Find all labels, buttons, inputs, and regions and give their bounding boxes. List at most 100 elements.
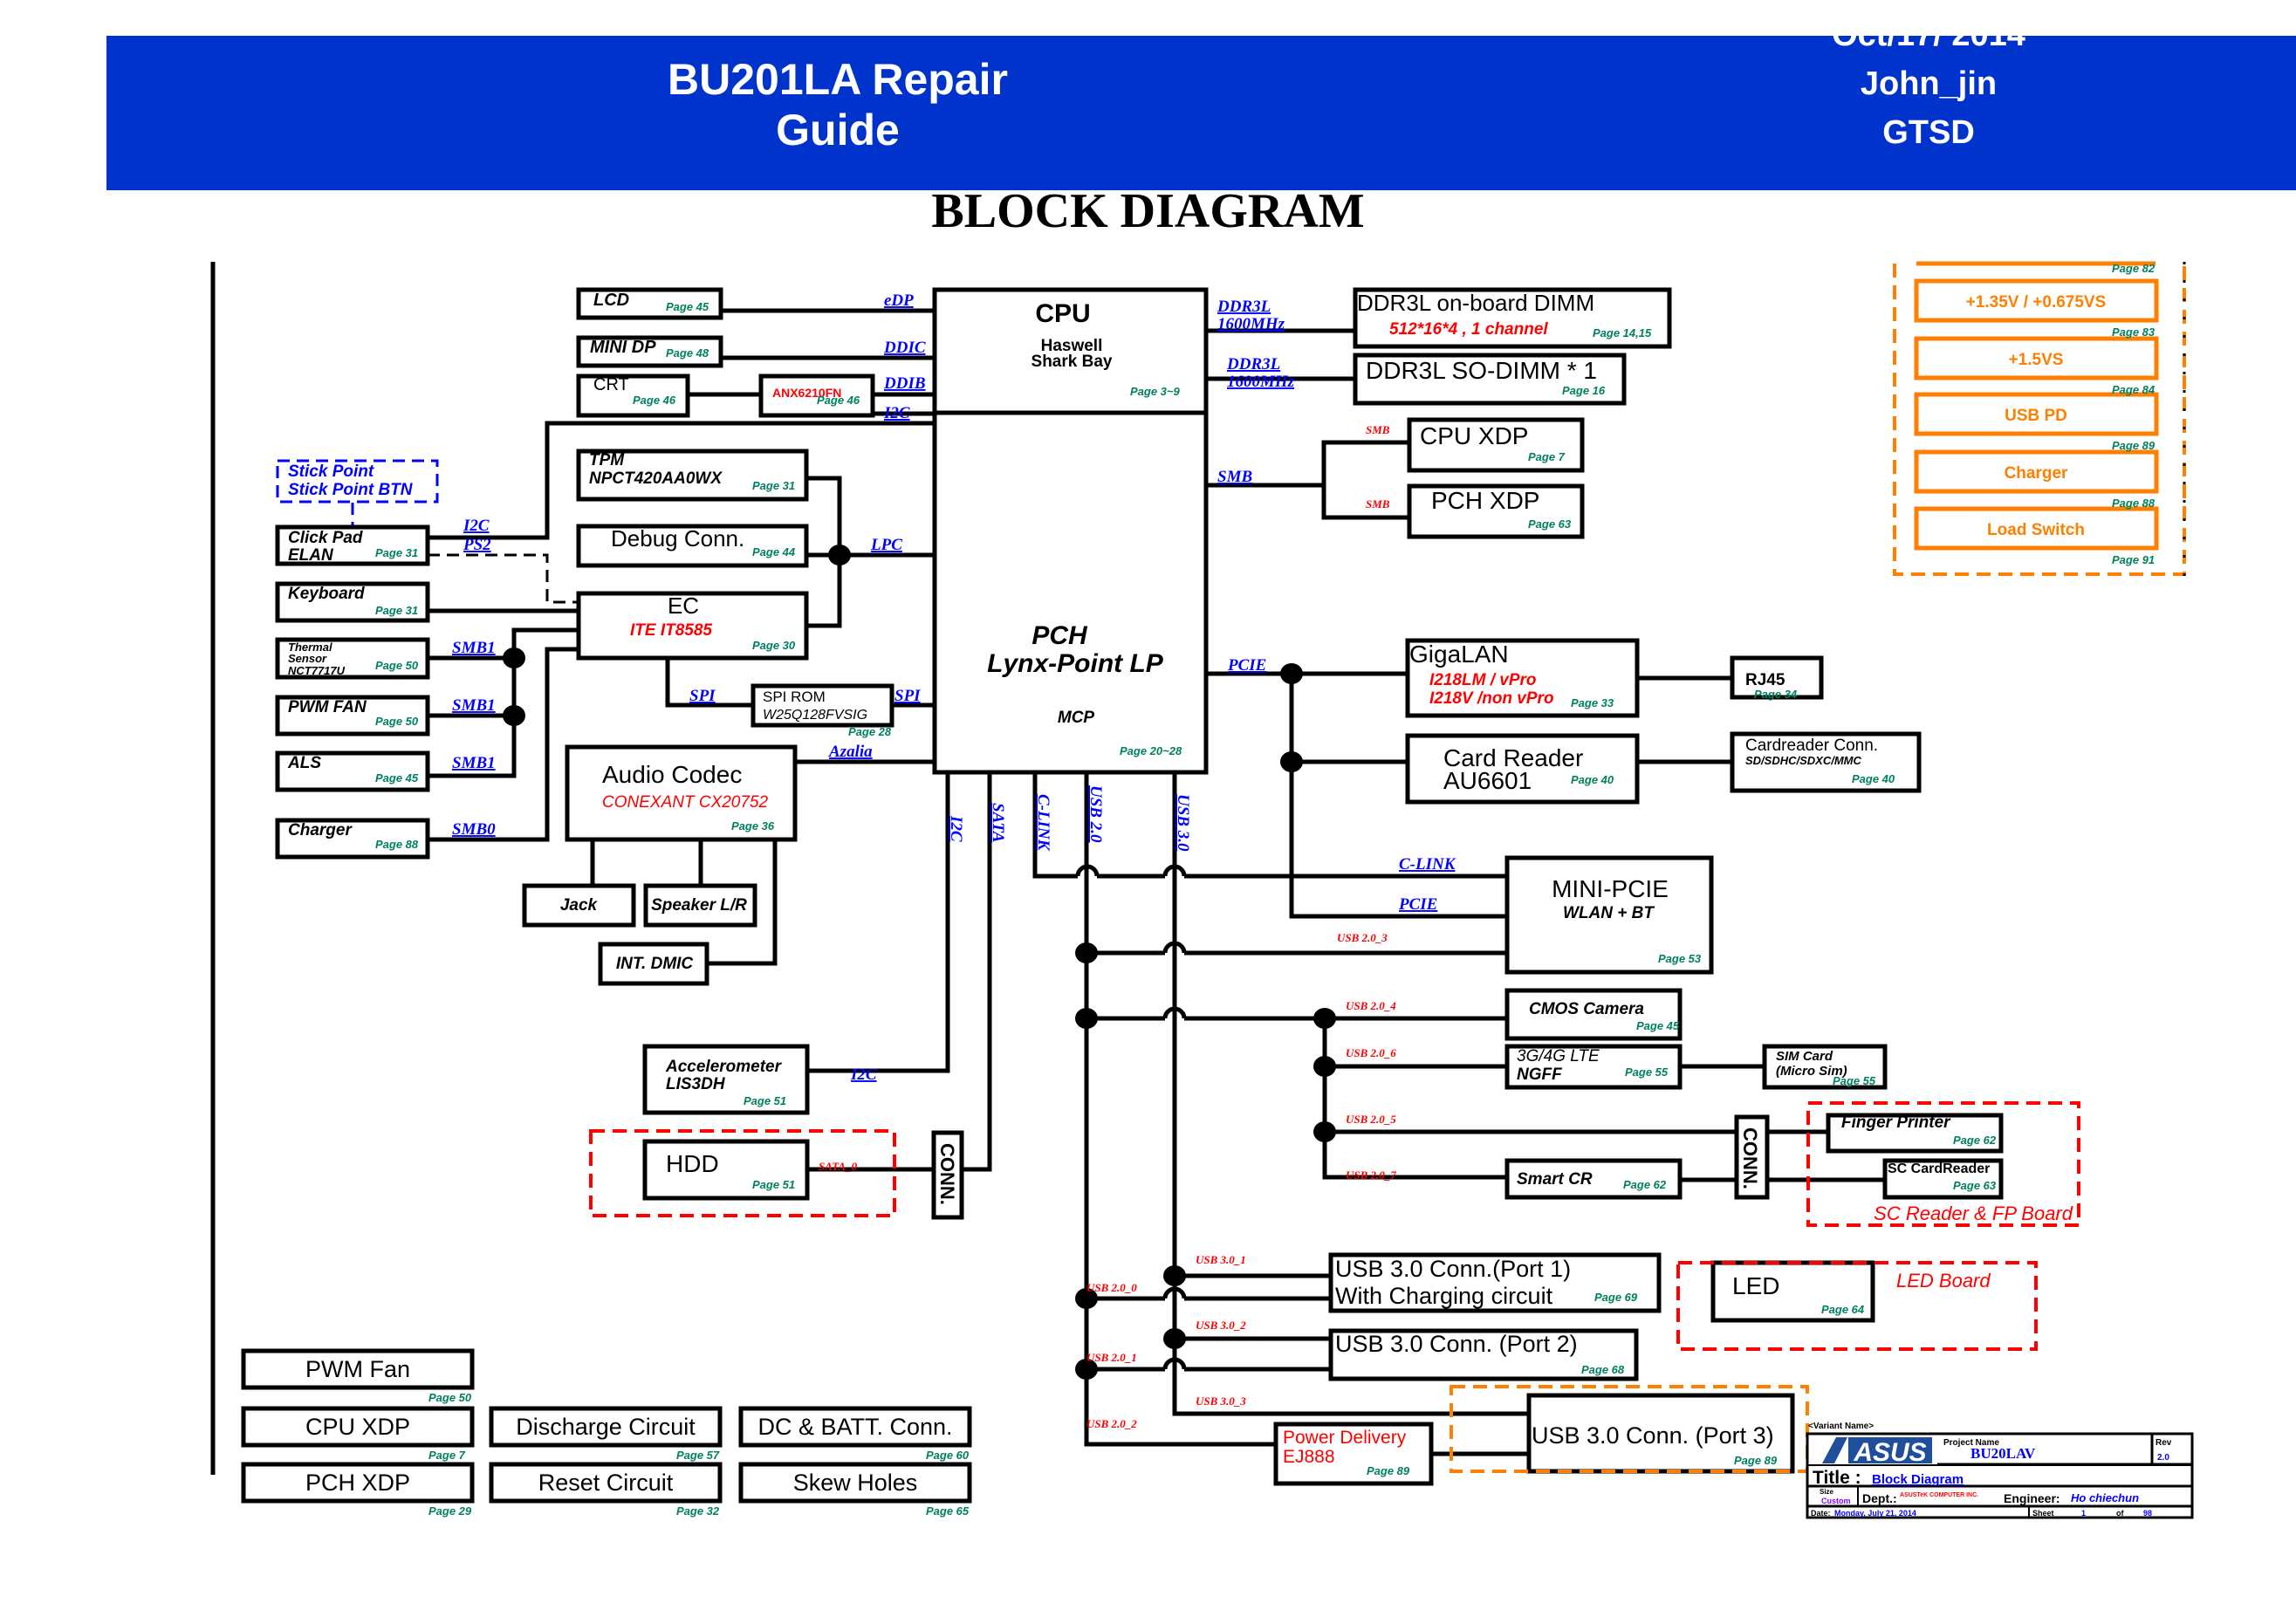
blocks-usb-p3-label: USB 3.0 Conn. (Port 3) xyxy=(1532,1422,1774,1449)
blocks-tpm-line2: NPCT420AA0WX xyxy=(589,469,723,488)
blocks-cmos-camera-label: CMOS Camera xyxy=(1529,1000,1644,1018)
misc-block-label: Reset Circuit xyxy=(538,1470,674,1496)
audio-codec-box xyxy=(565,744,798,842)
hop-usb20-3 xyxy=(1162,941,1187,954)
wire-conn-fp xyxy=(1767,1129,1885,1182)
misc-block-page: Page 57 xyxy=(676,1449,720,1462)
misc-reset-box xyxy=(489,1462,723,1504)
page-heading: BLOCK DIAGRAM xyxy=(931,184,1365,238)
blocks-thermal-line2: Sensor xyxy=(288,652,327,665)
blocks-usb-p1-line1: USB 3.0 Conn.(Port 1) xyxy=(1335,1256,1571,1282)
blocks-audio-label: Audio Codec xyxy=(602,761,742,788)
blocks-debug-label: Debug Conn. xyxy=(611,525,744,552)
keyboard-box xyxy=(275,581,430,623)
junction-dot xyxy=(503,648,525,668)
asus-logo-text: ASUS xyxy=(1853,1438,1926,1467)
signals-usb20-v: USB 2.0 xyxy=(1086,785,1105,843)
cardreader-conn-box xyxy=(1730,731,1922,793)
rev-label: Rev xyxy=(2155,1438,2172,1448)
banner-meta: Oct/17/ 2014 John_jin GTSD xyxy=(1745,10,2112,157)
blocks-debug-page: Page 44 xyxy=(752,545,796,558)
blocks-usb-p1-page: Page 69 xyxy=(1594,1291,1638,1304)
power-panel-item-label: Load Switch xyxy=(1987,521,2085,539)
blocks-sim-page: Page 55 xyxy=(1833,1074,1876,1087)
signals-mhz-a: 1600MHz xyxy=(1217,315,1285,333)
usb-signals-u20-4: USB 2.0_4 xyxy=(1346,999,1396,1012)
blocks-cmos-camera-page: Page 45 xyxy=(1636,1019,1680,1032)
usb-signals-u20-2: USB 2.0_2 xyxy=(1086,1417,1137,1430)
blocks-thermal-line1: Thermal xyxy=(288,641,332,654)
ddr-sodimm-box xyxy=(1353,353,1627,406)
blocks-finger-label: Finger Printer xyxy=(1841,1114,1951,1132)
blocks-sc-reader-label: SC CardReader xyxy=(1888,1161,1990,1176)
banner-author: John_jin xyxy=(1860,65,1998,102)
misc-skew-box xyxy=(738,1462,972,1504)
signals-smb-cpu: SMB xyxy=(1366,423,1390,436)
signals-smb1-a: SMB1 xyxy=(452,639,496,657)
signals-spi-a: SPI xyxy=(689,687,716,705)
usb-signals-u30-3: USB 3.0_3 xyxy=(1196,1394,1246,1408)
title-block: <Variant Name> ASUS Project Name BU20LAV… xyxy=(1806,1422,2194,1519)
als-box xyxy=(275,750,430,792)
blocks-usb-p2-label: USB 3.0 Conn. (Port 2) xyxy=(1335,1331,1578,1357)
lte-box xyxy=(1504,1044,1683,1090)
power-panel-item-label: USB PD xyxy=(2005,407,2067,425)
port3-outline xyxy=(1450,1385,1809,1473)
wire-ec-spi xyxy=(665,658,753,708)
signals-mhz-b: 1600MHz xyxy=(1227,373,1295,391)
sheet-value: 1 xyxy=(2081,1509,2086,1518)
misc-block-label: DC & BATT. Conn. xyxy=(757,1414,952,1440)
cpu-box xyxy=(932,287,1209,415)
blocks-spi-rom-page: Page 28 xyxy=(848,725,892,738)
blocks-cpu-xdp-page: Page 7 xyxy=(1528,450,1566,463)
power-loadswitch-box xyxy=(1914,506,2159,551)
rev-value: 2.0 xyxy=(2157,1453,2169,1463)
size-label: Size xyxy=(1820,1488,1834,1496)
blocks-ddr-sodimm-page: Page 16 xyxy=(1562,384,1606,397)
blocks-card-reader-line1: Card Reader xyxy=(1443,744,1583,771)
junction-dot xyxy=(503,705,525,726)
blocks-smart-cr-page: Page 62 xyxy=(1623,1178,1667,1191)
mini-dp-box xyxy=(576,335,723,368)
project-name-label: Project Name xyxy=(1943,1438,1999,1448)
blocks-als-page: Page 45 xyxy=(375,771,419,785)
guide-title: BU201LA Repair Guide xyxy=(668,55,1008,154)
signals-smb1-c: SMB1 xyxy=(452,754,496,772)
misc-block-page: Page 65 xyxy=(926,1504,970,1518)
misc-dc-batt-box xyxy=(738,1406,972,1448)
usb-signals-u20-5: USB 2.0_5 xyxy=(1346,1113,1396,1126)
blocks-cardreader-conn-page: Page 40 xyxy=(1852,772,1895,785)
spi-rom-box xyxy=(750,683,894,728)
cpu-xdp-box xyxy=(1407,417,1585,473)
blocks-led-board-label: LED Board xyxy=(1896,1270,1991,1292)
ddr-onboard-box xyxy=(1353,287,1672,349)
junction-dot xyxy=(1075,1359,1098,1380)
signals-azalia: Azalia xyxy=(828,743,873,761)
hop-usb20-1 xyxy=(1162,1357,1187,1370)
blocks-smart-cr-label: Smart CR xyxy=(1517,1170,1593,1189)
signals-usb30-v: USB 3.0 xyxy=(1174,794,1192,852)
blocks-crt-label: CRT xyxy=(593,375,629,394)
wire-smb0 xyxy=(428,647,579,842)
blocks-tpm-line1: TPM xyxy=(589,451,625,469)
pch-xdp-box xyxy=(1407,483,1585,539)
pwm-fan-box xyxy=(275,695,430,737)
blocks-speaker-label: Speaker L/R xyxy=(651,896,747,915)
blocks-pch-page: Page 20~28 xyxy=(1120,744,1182,757)
blocks-keyboard-label: Keyboard xyxy=(288,585,365,603)
blocks-stick-point-line1: Stick Point xyxy=(288,463,374,481)
usb-signals-u20-3: USB 2.0_3 xyxy=(1337,931,1388,944)
signals-spi-b: SPI xyxy=(894,687,921,705)
blocks-tpm-page: Page 31 xyxy=(752,479,795,492)
sc-cardreader-box xyxy=(1882,1158,2004,1200)
title-value: Block Diagram xyxy=(1872,1472,1964,1487)
hop-usb20-4 xyxy=(1162,1006,1187,1019)
power-panel-item-label: +1.5VS xyxy=(2009,351,2064,369)
signals-smb0: SMB0 xyxy=(452,820,496,839)
signals-i2c-clickpad: I2C xyxy=(463,517,490,535)
blocks-jack-label: Jack xyxy=(560,896,599,915)
power-delivery-box xyxy=(1273,1422,1434,1486)
blocks-click-pad-page: Page 31 xyxy=(375,546,418,559)
blocks-accel-page: Page 51 xyxy=(744,1094,786,1107)
